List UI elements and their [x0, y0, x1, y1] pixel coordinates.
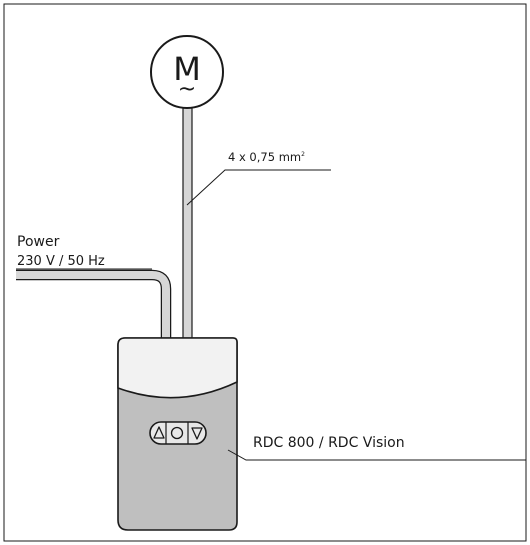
power-spec-label: 230 V / 50 Hz — [17, 254, 105, 269]
power-cable — [16, 269, 172, 344]
cable-spec-superscript: 2 — [301, 151, 305, 159]
controller-top-panel — [117, 337, 238, 399]
keypad — [149, 421, 207, 445]
cable-leader-line — [186, 169, 331, 206]
cable-spec-label: 4 x 0,75 mm2 — [228, 150, 305, 164]
frame-border — [3, 3, 527, 542]
motor-wave: ~ — [178, 77, 196, 102]
cable-spec-text: 4 x 0,75 mm — [228, 150, 302, 164]
motor-cable — [182, 107, 193, 345]
power-cable-core — [16, 271, 170, 344]
down-arrow-icon — [191, 427, 203, 440]
motor-letter: M — [173, 50, 201, 88]
controller-label: RDC 800 / RDC Vision — [253, 435, 405, 451]
controller-leader-line — [227, 449, 526, 461]
motor-symbol — [150, 35, 224, 109]
stop-icon — [170, 426, 184, 440]
power-title-label: Power — [17, 234, 60, 250]
up-arrow-icon — [153, 426, 165, 439]
